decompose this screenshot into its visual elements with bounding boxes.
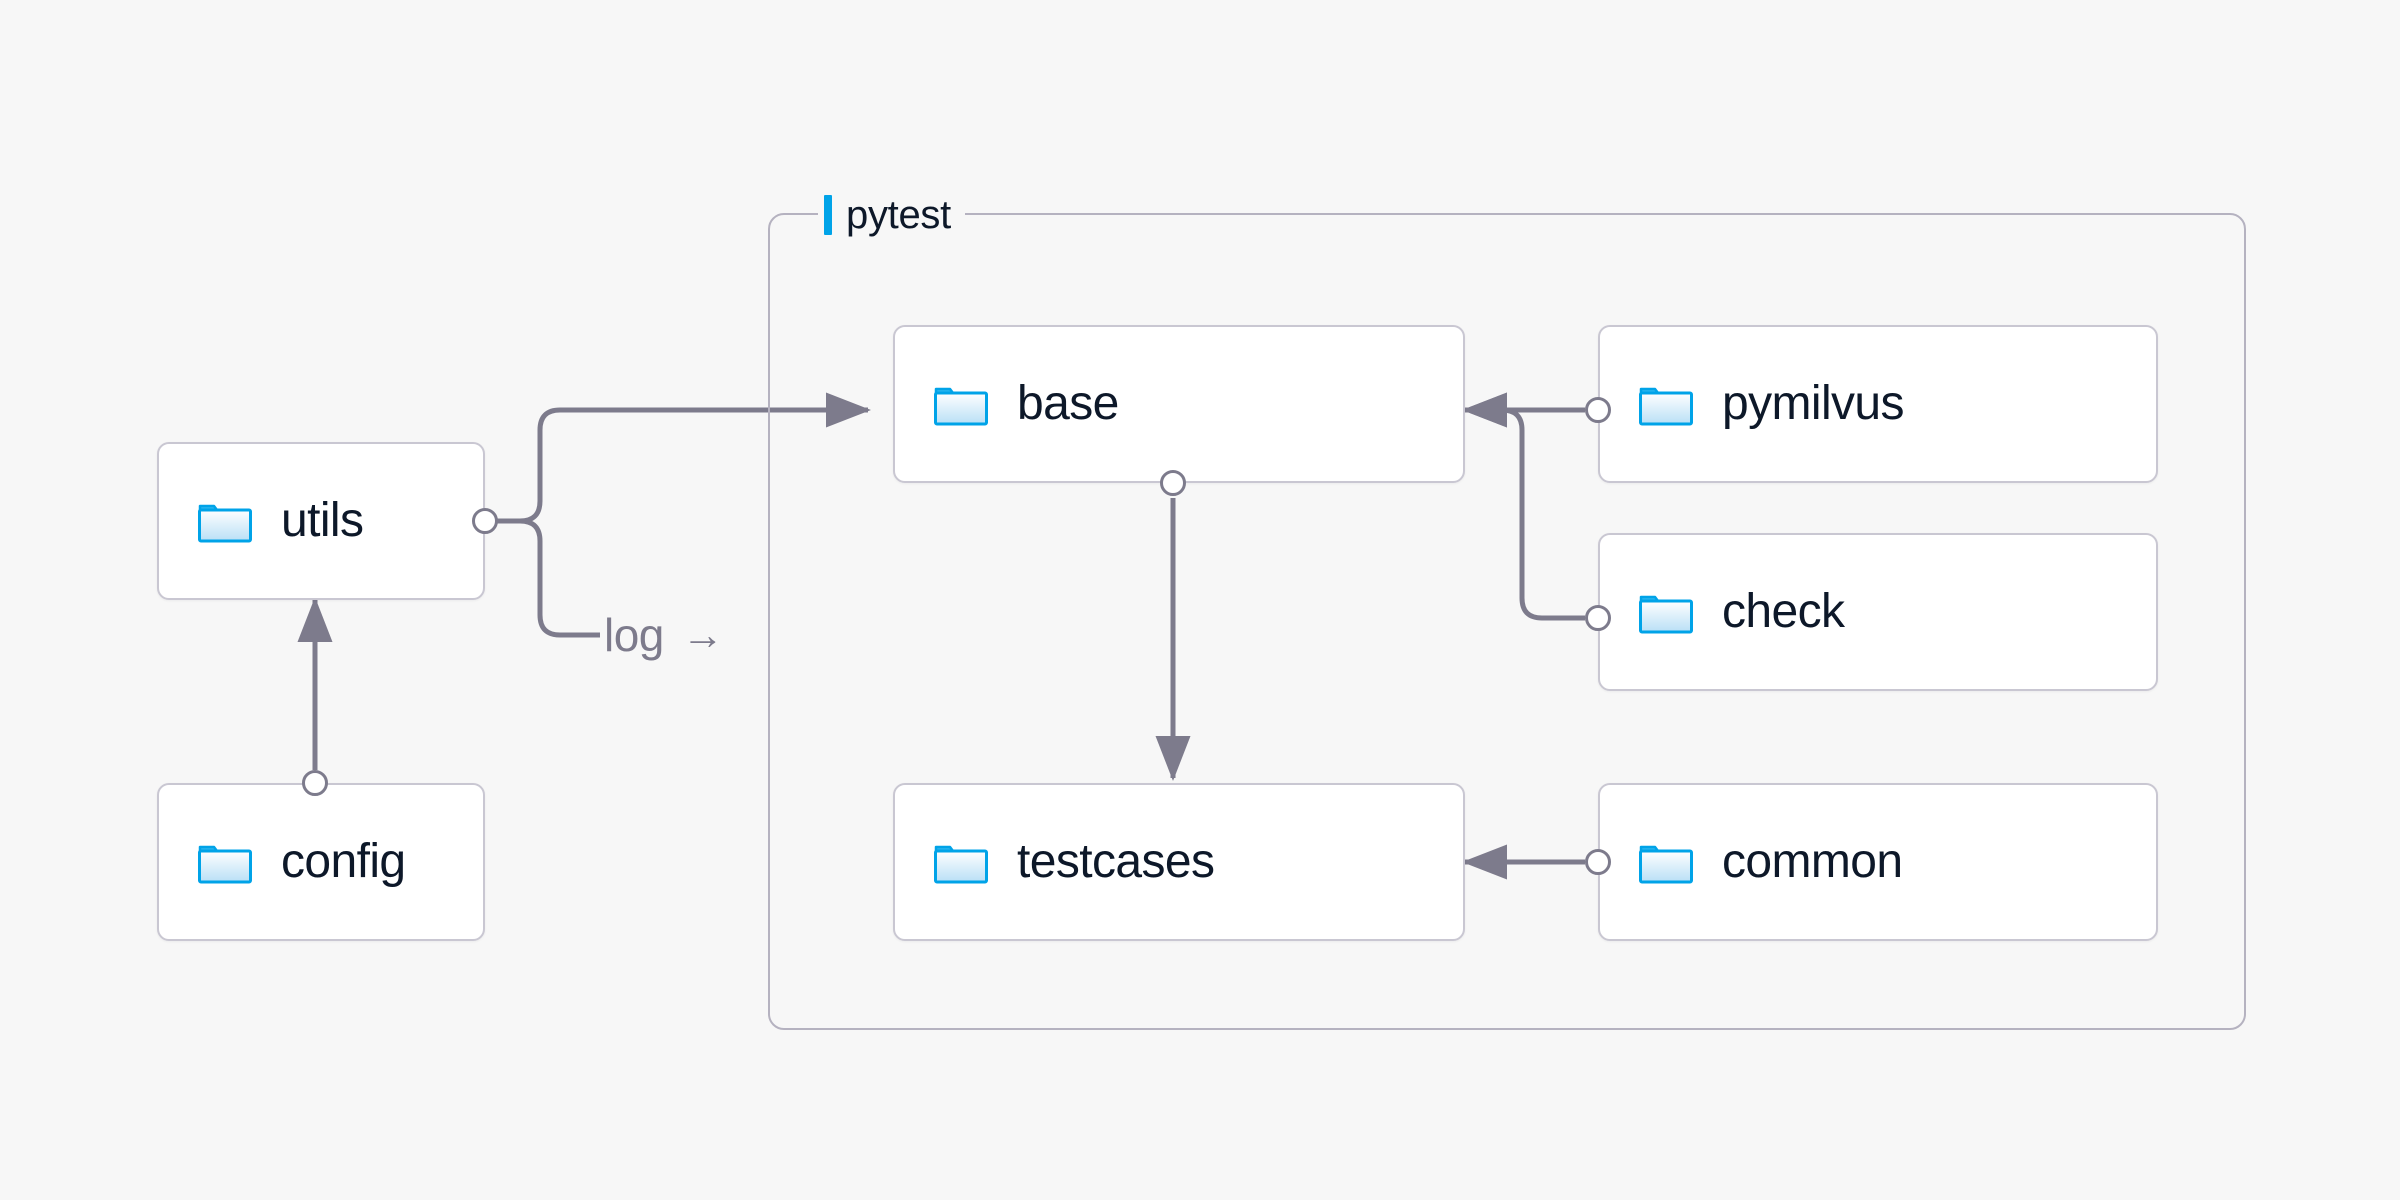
- folder-icon: [1639, 845, 1693, 884]
- node-check-label: check: [1722, 585, 1845, 638]
- folder-icon: [1639, 595, 1693, 634]
- group-accent-bar: [824, 195, 832, 235]
- node-testcases-label: testcases: [1017, 835, 1215, 888]
- group-pytest[interactable]: [768, 213, 2246, 1030]
- folder-icon: [198, 504, 252, 543]
- node-config[interactable]: config: [157, 783, 485, 941]
- node-pymilvus-label: pymilvus: [1722, 377, 1905, 430]
- node-base[interactable]: base: [893, 325, 1465, 483]
- edge-label-log: log →: [604, 609, 724, 661]
- arrow-right-icon: →: [681, 611, 724, 658]
- node-testcases[interactable]: testcases: [893, 783, 1465, 941]
- node-common[interactable]: common: [1598, 783, 2158, 941]
- group-pytest-label: pytest: [818, 192, 965, 238]
- node-base-label: base: [1017, 377, 1119, 430]
- node-utils-label: utils: [281, 494, 364, 547]
- node-common-label: common: [1722, 835, 1903, 888]
- node-config-label: config: [281, 835, 406, 888]
- port-check-left[interactable]: [1585, 605, 1611, 631]
- port-pymilvus-left[interactable]: [1585, 397, 1611, 423]
- edge-label-log-text: log: [604, 609, 664, 661]
- node-utils[interactable]: utils: [157, 442, 485, 600]
- node-pymilvus[interactable]: pymilvus: [1598, 325, 2158, 483]
- folder-icon: [934, 845, 988, 884]
- edge-utils-log: [485, 518, 600, 638]
- port-config-top[interactable]: [302, 770, 328, 796]
- folder-icon: [934, 387, 988, 426]
- node-check[interactable]: check: [1598, 533, 2158, 691]
- folder-icon: [1639, 387, 1693, 426]
- port-common-left[interactable]: [1585, 849, 1611, 875]
- port-utils-right[interactable]: [472, 508, 498, 534]
- folder-icon: [198, 845, 252, 884]
- group-pytest-title: pytest: [846, 193, 951, 237]
- port-base-bottom[interactable]: [1160, 470, 1186, 496]
